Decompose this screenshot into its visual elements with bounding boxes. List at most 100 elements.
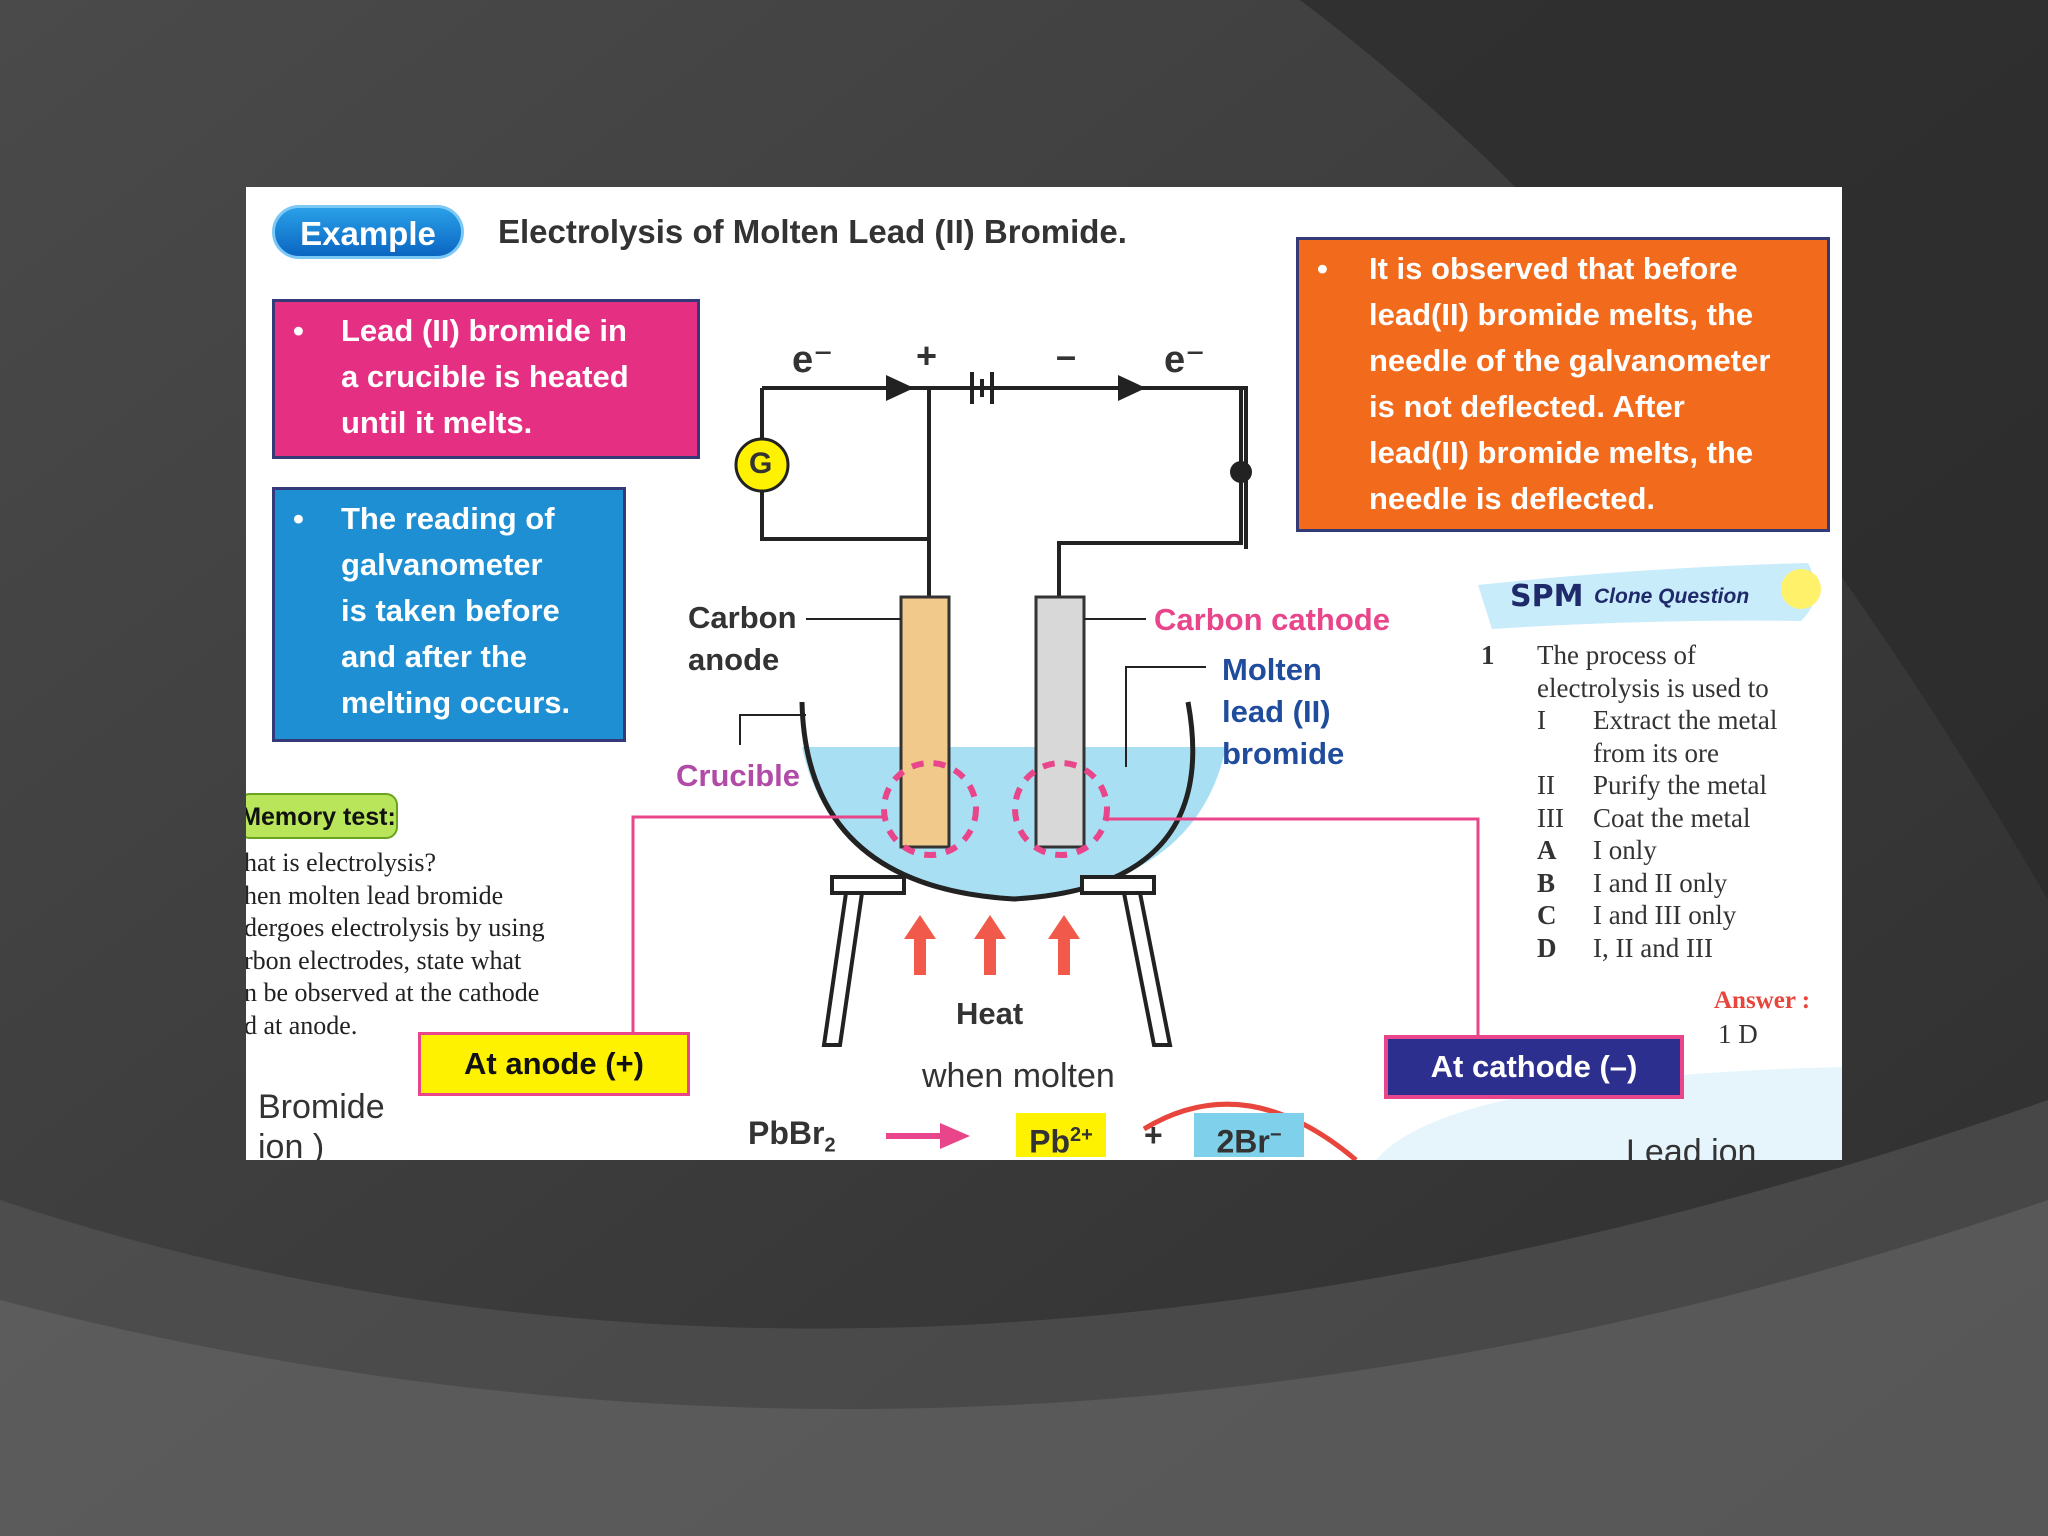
equation-condition: when molten <box>922 1057 1115 1095</box>
note-line: and after the <box>341 639 528 674</box>
memory-test-text: hat is electrolysis? hen molten lead bro… <box>246 847 545 1042</box>
label-line: bromide <box>1222 736 1345 771</box>
option-text: Extract the metal <box>1593 705 1778 735</box>
note-line: is not deflected. After <box>1369 389 1685 424</box>
lightbulb-icon <box>1781 569 1821 609</box>
note-line: is taken before <box>341 593 560 628</box>
tripod-right-leg <box>1121 891 1173 1047</box>
positive-terminal: + <box>916 335 938 376</box>
note-observation: • It is observed that before lead(II) br… <box>1296 237 1830 532</box>
text-line: ion ) <box>258 1128 325 1160</box>
lead-ion-region <box>1376 1067 1842 1160</box>
memory-line: d at anode. <box>246 1010 358 1040</box>
electrolysis-diagram <box>631 372 1842 1160</box>
note-line: Lead (II) bromide in <box>341 313 627 348</box>
lead-ion-text: Lead ion <box>1626 1133 1757 1160</box>
equation-reactant: PbBr2 <box>748 1115 836 1157</box>
reactant-formula: PbBr <box>748 1115 825 1151</box>
answer-key: C <box>1537 900 1557 930</box>
electron-label-right: e⁻ <box>1164 339 1206 381</box>
electron-arrow-left <box>886 375 914 401</box>
note-line: needle of the galvanometer <box>1369 343 1771 378</box>
galvanometer-icon: G <box>749 447 773 480</box>
option-key: II <box>1537 770 1555 800</box>
anode-connector <box>631 815 884 1032</box>
note-line: melting occurs. <box>341 685 571 720</box>
note-galvanometer-reading: • The reading of galvanometer is taken b… <box>272 487 626 742</box>
note-line: lead(II) bromide melts, the <box>1369 435 1754 470</box>
bromide-ion-text: Bromide ion ) <box>258 1087 385 1160</box>
answer-text: I and III only <box>1593 900 1737 930</box>
negative-terminal: – <box>1056 335 1077 376</box>
label-line: Carbon <box>688 600 797 635</box>
question-number: 1 <box>1481 640 1495 670</box>
tripod-right-top <box>1080 875 1156 895</box>
answer-text: I and II only <box>1593 867 1728 898</box>
wire-galvo-to-anode <box>760 388 931 597</box>
circuit-wire-right <box>1021 386 1248 549</box>
option-key: III <box>1537 802 1564 833</box>
spm-banner-title: SPM <box>1510 579 1584 614</box>
answer-key: A <box>1537 835 1557 865</box>
wire-to-cathode <box>1057 388 1243 597</box>
option-text: Purify the metal <box>1593 770 1767 800</box>
memory-line: n be observed at the cathode <box>246 978 540 1007</box>
note-line: needle is deflected. <box>1369 481 1655 516</box>
equation-product-lead-ion: Pb2+ <box>1016 1113 1106 1160</box>
electrolysis-slide-panel: Example Electrolysis of Molten Lead (II)… <box>246 187 1842 1160</box>
carbon-anode-label: Carbon anode <box>688 597 797 681</box>
electron-label-left: e⁻ <box>792 339 834 381</box>
note-heating: • Lead (II) bromide in a crucible is hea… <box>272 299 700 459</box>
answer-text: I only <box>1593 835 1657 865</box>
cathode-connector <box>1106 817 1480 1035</box>
memory-test-badge: Memory test: <box>246 793 398 839</box>
crucible <box>799 701 1196 902</box>
text-line: Bromide <box>258 1088 385 1126</box>
note-line: The reading of <box>341 501 555 536</box>
molten-leader <box>1125 666 1206 767</box>
answer-key: D <box>1537 932 1557 963</box>
heat-arrow-1 <box>904 915 936 975</box>
equation-product-bromide-ion: 2Br− <box>1194 1113 1304 1160</box>
memory-line: dergoes electrolysis by using <box>246 913 545 942</box>
bullet: • <box>293 313 304 348</box>
electron-arrow-right <box>1118 375 1146 401</box>
tripod-left-top <box>830 875 906 895</box>
crucible-leader <box>739 714 806 745</box>
option-text: from its ore <box>1593 737 1719 768</box>
at-anode-box: At anode (+) <box>418 1032 690 1096</box>
option-key <box>1537 737 1593 770</box>
molten-lead-bromide-label: Molten lead (II) bromide <box>1222 649 1344 775</box>
heat-arrow-2 <box>974 915 1006 975</box>
option-text: Coat the metal <box>1593 802 1751 833</box>
heat-arrow-3 <box>1048 915 1080 975</box>
label-line: anode <box>688 642 780 677</box>
memory-line: hat is electrolysis? <box>246 848 437 877</box>
question-line: electrolysis is used to <box>1537 672 1769 703</box>
note-line: a crucible is heated <box>341 359 629 394</box>
carbon-cathode-label: Carbon cathode <box>1154 602 1390 637</box>
tripod-left-leg <box>821 891 865 1047</box>
label-line: lead (II) <box>1222 694 1331 729</box>
option-key: I <box>1537 705 1546 735</box>
cathode-reaction-circle <box>1012 760 1110 858</box>
carbon-cathode-rod <box>1034 595 1086 849</box>
carbon-anode-rod <box>899 595 951 849</box>
spm-banner-subtitle: Clone Question <box>1594 585 1750 608</box>
memory-line: hen molten lead bromide <box>246 880 504 910</box>
crucible-label: Crucible <box>676 758 801 793</box>
terminal-dot <box>1230 461 1252 483</box>
reactant-subscript: 2 <box>824 1134 836 1157</box>
product-charge: − <box>1269 1124 1282 1146</box>
example-badge: Example <box>272 205 464 259</box>
question-line: The process of <box>1537 640 1696 670</box>
answer-text: I, II and III <box>1593 932 1713 963</box>
spm-banner-shape <box>1478 563 1816 629</box>
bullet: • <box>293 501 304 536</box>
note-line: galvanometer <box>341 547 543 582</box>
note-line: until it melts. <box>341 405 533 440</box>
memory-line: rbon electrodes, state what <box>246 945 522 975</box>
circuit-wire-left <box>927 386 1201 549</box>
product-charge: 2+ <box>1070 1124 1093 1146</box>
answer-key: B <box>1537 867 1556 898</box>
